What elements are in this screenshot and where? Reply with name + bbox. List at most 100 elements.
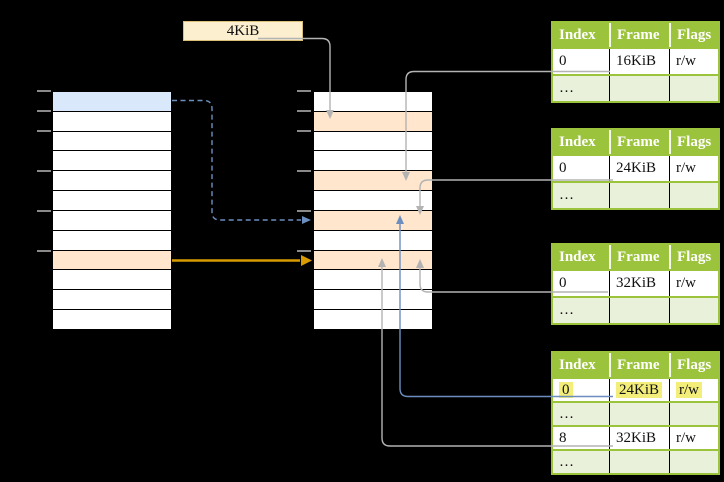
page-table-2: Index Frame Flags 0 24KiB r/w … [551, 128, 720, 210]
highlight: 0 [559, 382, 573, 398]
cell-index: 0 [559, 160, 567, 176]
memory-row [314, 250, 432, 270]
memory-row [53, 191, 171, 210]
page-table-4: Index Frame Flags 0 24KiB r/w … 8 32KiB … [551, 351, 720, 475]
cell-flags [669, 298, 718, 323]
cell-frame: 32KiB [609, 271, 669, 296]
cell-index: … [559, 80, 574, 96]
table-row-ellipsis: … [553, 74, 718, 101]
memory-row [53, 210, 171, 230]
table-row: 0 32KiB r/w [553, 269, 718, 296]
address-tick [37, 90, 51, 92]
highlight: 24KiB [616, 382, 663, 398]
memory-row [314, 131, 432, 151]
address-tick [297, 130, 311, 132]
page-size-label-box: 4KiB [183, 21, 303, 41]
table-row: 0 24KiB r/w [553, 154, 718, 181]
memory-row [53, 111, 171, 131]
memory-row [53, 250, 171, 270]
cell-flags: r/w [669, 271, 718, 296]
memory-row [53, 151, 171, 171]
address-tick [37, 130, 51, 132]
highlight: r/w [676, 382, 702, 398]
virtual-memory-column [52, 91, 172, 330]
cell-frame [609, 183, 669, 208]
address-tick [297, 250, 311, 252]
header-frame: Frame [609, 130, 669, 154]
cell-flags [669, 451, 718, 473]
memory-row [314, 171, 432, 191]
cell-index: … [559, 302, 574, 318]
address-tick [297, 90, 311, 92]
memory-row [53, 131, 171, 151]
header-flags: Flags [669, 245, 718, 269]
page-table-3: Index Frame Flags 0 32KiB r/w … [551, 243, 720, 325]
table-row-ellipsis: … [553, 181, 718, 208]
cell-frame: 32KiB [609, 427, 669, 449]
cell-frame: 24KiB [609, 156, 669, 181]
table-row: 8 32KiB r/w [553, 425, 718, 449]
memory-row [314, 111, 432, 131]
address-tick [297, 170, 311, 172]
cell-index: … [559, 406, 574, 422]
address-tick [37, 170, 51, 172]
cell-index: 0 [559, 275, 567, 291]
cell-frame [609, 451, 669, 473]
table-row-highlighted: 0 24KiB r/w [553, 377, 718, 401]
cell-index: 0 [553, 379, 609, 401]
memory-row [53, 290, 171, 310]
header-index: Index [559, 357, 596, 373]
cell-frame [609, 403, 669, 425]
memory-row [53, 310, 171, 329]
table-row-ellipsis: … [553, 449, 718, 473]
cell-flags: r/w [669, 156, 718, 181]
memory-row [314, 210, 432, 230]
header-index: Index [559, 134, 596, 150]
memory-row [314, 270, 432, 290]
cell-flags: r/w [669, 49, 718, 74]
memory-row [314, 151, 432, 171]
cell-index: … [559, 454, 574, 470]
memory-row [314, 92, 432, 111]
cell-flags [669, 76, 718, 101]
physical-memory-column [313, 91, 433, 330]
memory-row [53, 171, 171, 191]
table-header-row: Index Frame Flags [553, 353, 718, 377]
address-tick [37, 250, 51, 252]
header-flags: Flags [669, 130, 718, 154]
page-table-1: Index Frame Flags 0 16KiB r/w … [551, 21, 720, 103]
cell-flags: r/w [669, 379, 718, 401]
cell-frame: 24KiB [609, 379, 669, 401]
table-row-ellipsis: … [553, 401, 718, 425]
header-flags: Flags [669, 23, 718, 47]
memory-row [314, 290, 432, 310]
page-size-label: 4KiB [226, 22, 260, 39]
memory-row [314, 191, 432, 210]
table-row-ellipsis: … [553, 296, 718, 323]
cell-flags [669, 183, 718, 208]
header-frame: Frame [609, 353, 669, 377]
cell-flags [669, 403, 718, 425]
address-tick [297, 210, 311, 212]
header-flags: Flags [669, 353, 718, 377]
header-frame: Frame [609, 23, 669, 47]
table-header-row: Index Frame Flags [553, 245, 718, 269]
address-tick [297, 110, 311, 112]
cell-flags: r/w [669, 427, 718, 449]
cell-frame: 16KiB [609, 49, 669, 74]
cell-index: … [559, 187, 574, 203]
memory-row [53, 270, 171, 290]
header-index: Index [559, 27, 596, 43]
table-header-row: Index Frame Flags [553, 23, 718, 47]
header-index: Index [559, 249, 596, 265]
table-row: 0 16KiB r/w [553, 47, 718, 74]
table-header-row: Index Frame Flags [553, 130, 718, 154]
cell-index: 0 [559, 53, 567, 69]
memory-row [53, 230, 171, 250]
memory-row [314, 310, 432, 329]
address-tick [37, 210, 51, 212]
memory-row [314, 230, 432, 250]
memory-row [53, 92, 171, 111]
cell-frame [609, 298, 669, 323]
